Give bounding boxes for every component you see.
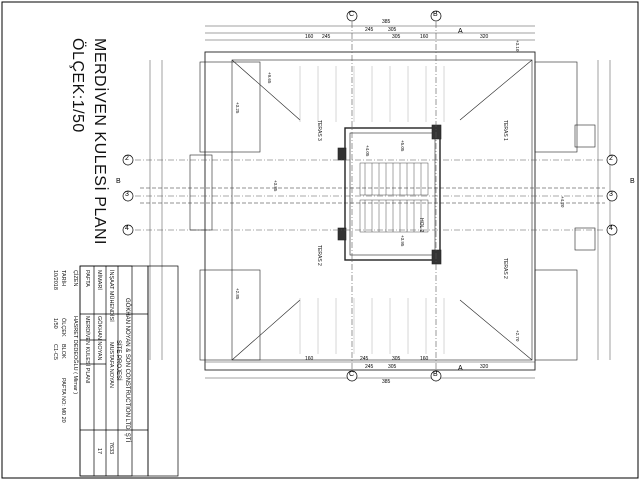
title-block-value: GÖKHAN NOYAN [96, 316, 102, 361]
hip-line [459, 59, 533, 121]
title-block-extra: 17 [96, 448, 102, 455]
title-block-sheet-no: PAFTA NO: M0 20 [60, 378, 66, 423]
title-block-label: BLOK [60, 344, 66, 359]
level-mark: +3.10 [515, 40, 520, 52]
title-block-label: MİMARİ [96, 270, 102, 290]
stair-treads-upper [359, 162, 429, 196]
dimension-text: 320 [480, 34, 489, 40]
side-balcony [574, 227, 596, 251]
grid-label-top: C [349, 11, 355, 18]
right-lower-wing [534, 269, 578, 361]
title-block-label: İNŞAAT MÜHENDİSİ [108, 270, 114, 322]
room-label: TERAS 2 [502, 258, 508, 279]
level-mark: +3.25 [235, 102, 240, 114]
title-block-label: PAFTA [84, 270, 90, 287]
dimension-text: 305 [388, 364, 397, 370]
hip-line [231, 59, 301, 121]
drawing-title: MERDİVEN KULESİ PLANI [91, 38, 108, 245]
column [431, 124, 442, 140]
title-block-label: ÇİZEN [72, 270, 78, 287]
grid-label-right: 3 [609, 191, 613, 198]
dimension-text: 320 [480, 364, 489, 370]
dimension-text: 305 [392, 34, 401, 40]
grid-bubbles [122, 10, 618, 382]
dimension-text: 385 [382, 19, 391, 25]
title-block-company: GÖKHAN NOYAN & SON CONSTRUCTION LTD. ŞTİ [124, 298, 130, 443]
dimension-text: 385 [382, 379, 391, 385]
level-mark: +2.70 [515, 330, 520, 342]
level-mark: +2.85 [235, 288, 240, 300]
title-block-value: MUSTAFA NOYAN [108, 342, 114, 388]
grid-label-left: B [116, 178, 121, 185]
inner-roof-outline [231, 59, 533, 361]
title-block-frame [79, 265, 179, 477]
title-block-value: MERDİVEN KULESİ PLANI [84, 316, 90, 384]
title-block-label: ÖLÇEK [60, 318, 66, 337]
grid-label-right: B [630, 178, 635, 185]
dimension-text: 245 [322, 34, 331, 40]
dimension-text: 160 [420, 34, 429, 40]
left-upper-wing [199, 61, 261, 153]
grid-label-bottom: A [458, 365, 463, 372]
dimension-text: 160 [305, 356, 314, 362]
title-block-value: 1/50 [52, 318, 58, 329]
level-mark: +3.95 [400, 235, 405, 247]
level-mark: +4.05 [365, 145, 370, 157]
stair-core-wall [344, 127, 441, 261]
title-block-project: SİTE PROJESİ [115, 340, 121, 381]
room-label: TERAS 2 [316, 245, 322, 266]
grid-label-right: 4 [609, 225, 613, 232]
hip-line [459, 299, 533, 361]
level-mark: +3.85 [273, 180, 278, 192]
right-upper-wing [534, 61, 578, 153]
hip-line [231, 299, 301, 361]
column [337, 227, 347, 241]
level-mark: +4.20 [560, 196, 565, 208]
dimension-lines [149, 25, 611, 379]
outer-roof-outline [204, 51, 536, 371]
title-block-value: HASRET DEDEOĞLU ( Mimar ) [72, 316, 78, 395]
stair-treads-lower [359, 199, 429, 233]
dimension-text: 245 [360, 356, 369, 362]
side-balcony [189, 154, 213, 231]
grid-label-left: 3 [125, 191, 129, 198]
grid-label-right: 2 [609, 155, 613, 162]
dimension-text: 160 [420, 356, 429, 362]
dimension-text: 245 [365, 364, 374, 370]
stair-tower-plan [79, 22, 611, 477]
drawing-scale: ÖLÇEK:1/50 [69, 38, 86, 133]
title-block-label: TARİH [60, 270, 66, 287]
grid-label-bottom: C [349, 371, 355, 378]
title-block-extra: 7633 [108, 442, 114, 455]
grid-label-left: 4 [125, 225, 129, 232]
column [337, 147, 347, 161]
left-lower-wing [199, 269, 261, 361]
stair-core-inner [349, 132, 436, 256]
level-mark: +9.65 [267, 72, 272, 84]
title-block-value: 10/2018 [52, 270, 58, 290]
title-block-value: C1-C5 [52, 344, 58, 360]
column [431, 249, 442, 265]
dimension-text: 160 [305, 34, 314, 40]
dimension-text: 245 [365, 27, 374, 33]
grid-label-top: B [433, 11, 438, 18]
dimension-text: 305 [392, 356, 401, 362]
room-label: HOL 2 [418, 218, 424, 233]
room-label: TERAS 3 [316, 120, 322, 141]
side-balcony [574, 124, 596, 148]
dimension-text: 305 [388, 27, 397, 33]
grid-label-left: 2 [125, 155, 129, 162]
room-label: TERAS 1 [502, 120, 508, 141]
upper-terrace-slope-lines [299, 66, 445, 122]
grid-label-top: A [458, 28, 463, 35]
level-mark: +5.05 [400, 140, 405, 152]
lower-terrace-slope-lines [299, 298, 445, 354]
grid-label-bottom: B [433, 371, 438, 378]
